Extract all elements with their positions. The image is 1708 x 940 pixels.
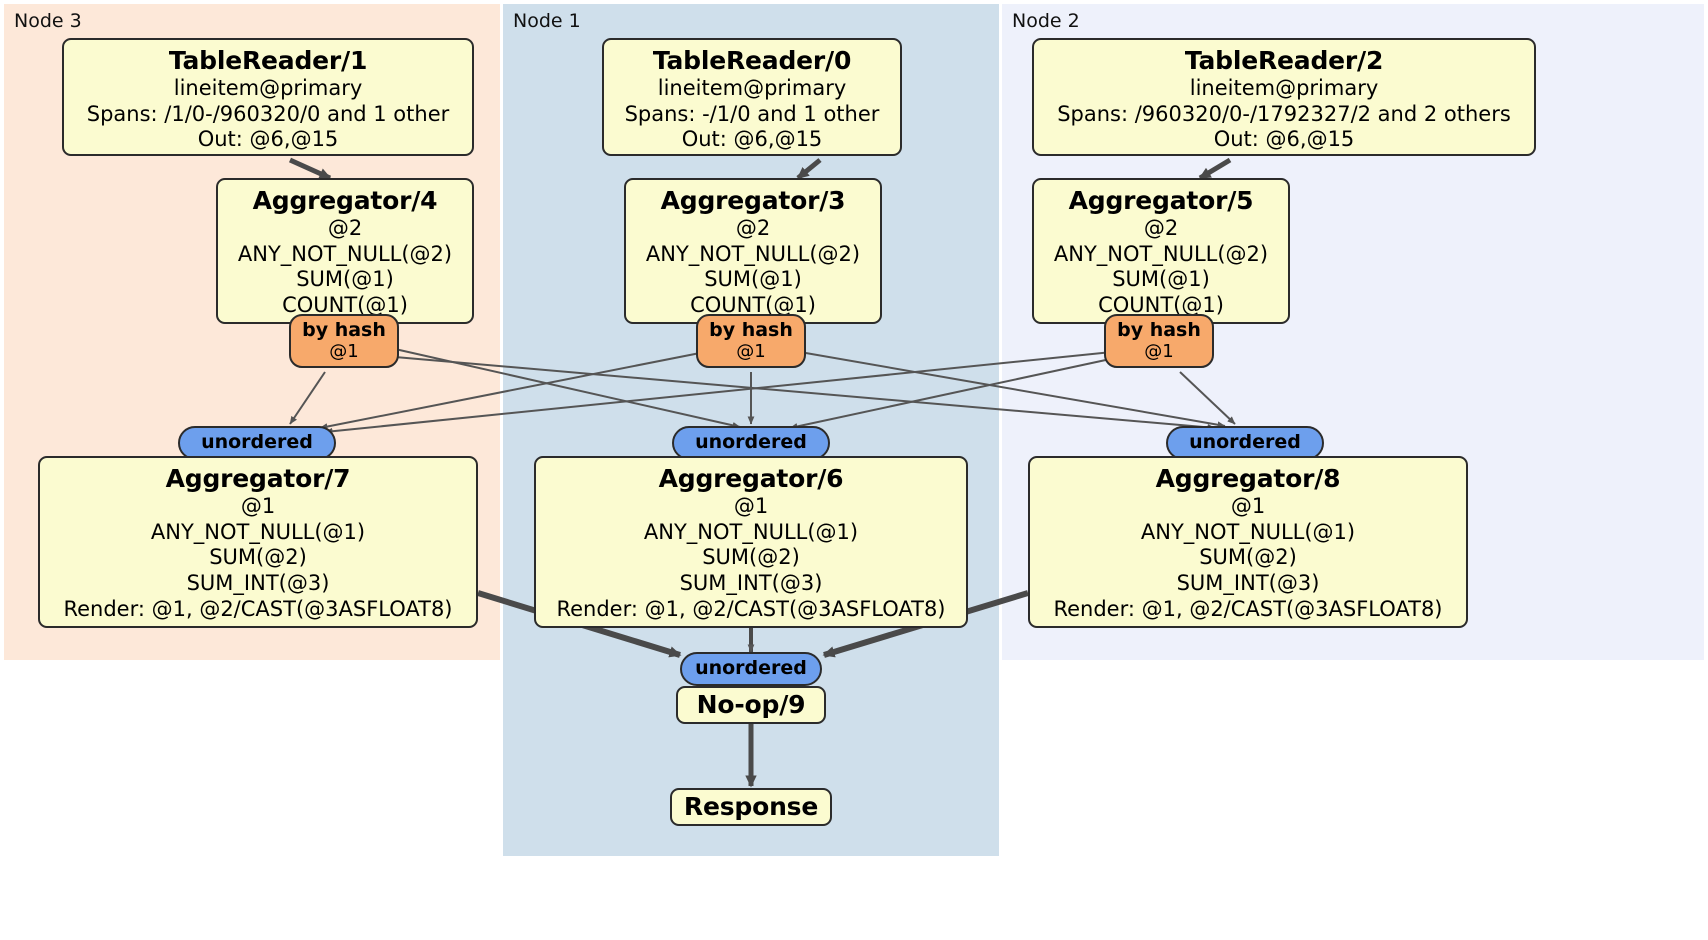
processor-detail-line: SUM(@2) [702,545,800,570]
processor-detail-line: COUNT(@1) [690,293,816,318]
processor-detail-line: Render: @1, @2/CAST(@3ASFLOAT8) [1053,596,1443,621]
processor-detail-line: COUNT(@1) [282,293,408,318]
node-panel-label-node2: Node 2 [1012,10,1080,32]
processor-title: Aggregator/3 [660,186,846,215]
processor-detail-line: ANY_NOT_NULL(@2) [237,241,453,266]
badge-by-hash-left[interactable]: by hash @1 [289,314,399,368]
processor-detail-line: Out: @6,@15 [681,127,823,152]
processor-detail-line: Render: @1, @2/CAST(@3ASFLOAT8) [556,596,946,621]
processor-aggregator-3[interactable]: Aggregator/3 @2 ANY_NOT_NULL(@2) SUM(@1)… [624,178,882,324]
processor-detail-line: SUM_INT(@3) [679,571,823,596]
processor-tablereader-0[interactable]: TableReader/0 lineitem@primary Spans: -/… [602,38,902,156]
processor-aggregator-5[interactable]: Aggregator/5 @2 ANY_NOT_NULL(@2) SUM(@1)… [1032,178,1290,324]
badge-label: by hash [302,318,386,341]
processor-detail-line: Out: @6,@15 [1213,127,1355,152]
badge-unordered-right[interactable]: unordered [1166,426,1324,460]
processor-detail-line: SUM(@1) [296,267,394,292]
processor-detail-line: Spans: /1/0-/960320/0 and 1 other [86,101,450,126]
processor-detail-line: ANY_NOT_NULL(@2) [645,241,861,266]
badge-unordered-center[interactable]: unordered [672,426,830,460]
processor-detail-line: SUM_INT(@3) [1176,571,1320,596]
processor-detail-line: Out: @6,@15 [197,127,339,152]
node-panel-label-node1: Node 1 [513,10,581,32]
processor-title: Aggregator/6 [658,464,844,493]
processor-detail-line: SUM(@1) [1112,267,1210,292]
processor-aggregator-4[interactable]: Aggregator/4 @2 ANY_NOT_NULL(@2) SUM(@1)… [216,178,474,324]
processor-detail-line: Spans: -/1/0 and 1 other [624,101,880,126]
processor-title: Aggregator/5 [1068,186,1254,215]
processor-detail-line: ANY_NOT_NULL(@1) [150,519,366,544]
processor-title: No-op/9 [696,690,806,720]
processor-detail-line: SUM_INT(@3) [186,571,330,596]
processor-detail-line: @2 [1143,216,1179,241]
processor-detail-line: SUM(@2) [1199,545,1297,570]
processor-title: Aggregator/8 [1155,464,1341,493]
processor-detail-line: ANY_NOT_NULL(@1) [1140,519,1356,544]
processor-detail-line: lineitem@primary [1189,76,1379,101]
processor-detail-line: @2 [327,216,363,241]
processor-detail-line: COUNT(@1) [1098,293,1224,318]
processor-title: TableReader/1 [168,46,368,75]
processor-detail-line: Spans: /960320/0-/1792327/2 and 2 others [1057,101,1511,126]
processor-detail-line: SUM(@1) [704,267,802,292]
processor-detail-line: @1 [733,494,769,519]
badge-unordered-left[interactable]: unordered [178,426,336,460]
badge-label: by hash [1117,318,1201,341]
processor-aggregator-7[interactable]: Aggregator/7 @1 ANY_NOT_NULL(@1) SUM(@2)… [38,456,478,628]
processor-tablereader-1[interactable]: TableReader/1 lineitem@primary Spans: /1… [62,38,474,156]
badge-unordered-final[interactable]: unordered [680,652,822,686]
processor-detail-line: @1 [1230,494,1266,519]
badge-sublabel: @1 [736,340,766,362]
processor-title: Aggregator/7 [165,464,351,493]
processor-aggregator-8[interactable]: Aggregator/8 @1 ANY_NOT_NULL(@1) SUM(@2)… [1028,456,1468,628]
processor-detail-line: ANY_NOT_NULL(@2) [1053,241,1269,266]
processor-title: TableReader/2 [1184,46,1384,75]
processor-detail-line: Render: @1, @2/CAST(@3ASFLOAT8) [63,596,453,621]
node-panel-label-node3: Node 3 [14,10,82,32]
processor-tablereader-2[interactable]: TableReader/2 lineitem@primary Spans: /9… [1032,38,1536,156]
badge-sublabel: @1 [329,340,359,362]
badge-label: by hash [709,318,793,341]
processor-title: Aggregator/4 [252,186,438,215]
badge-by-hash-right[interactable]: by hash @1 [1104,314,1214,368]
processor-title: TableReader/0 [652,46,852,75]
badge-sublabel: @1 [1144,340,1174,362]
processor-detail-line: @2 [735,216,771,241]
processor-detail-line: SUM(@2) [209,545,307,570]
badge-label: unordered [695,657,807,680]
processor-detail-line: lineitem@primary [657,76,847,101]
processor-detail-line: ANY_NOT_NULL(@1) [643,519,859,544]
processor-aggregator-6[interactable]: Aggregator/6 @1 ANY_NOT_NULL(@1) SUM(@2)… [534,456,968,628]
badge-label: unordered [695,431,807,454]
processor-noop-9[interactable]: No-op/9 [676,686,826,724]
processor-detail-line: @1 [240,494,276,519]
processor-title: Response [683,792,819,822]
badge-by-hash-center[interactable]: by hash @1 [696,314,806,368]
badge-label: unordered [1189,431,1301,454]
badge-label: unordered [201,431,313,454]
processor-detail-line: lineitem@primary [173,76,363,101]
processor-response[interactable]: Response [670,788,832,826]
